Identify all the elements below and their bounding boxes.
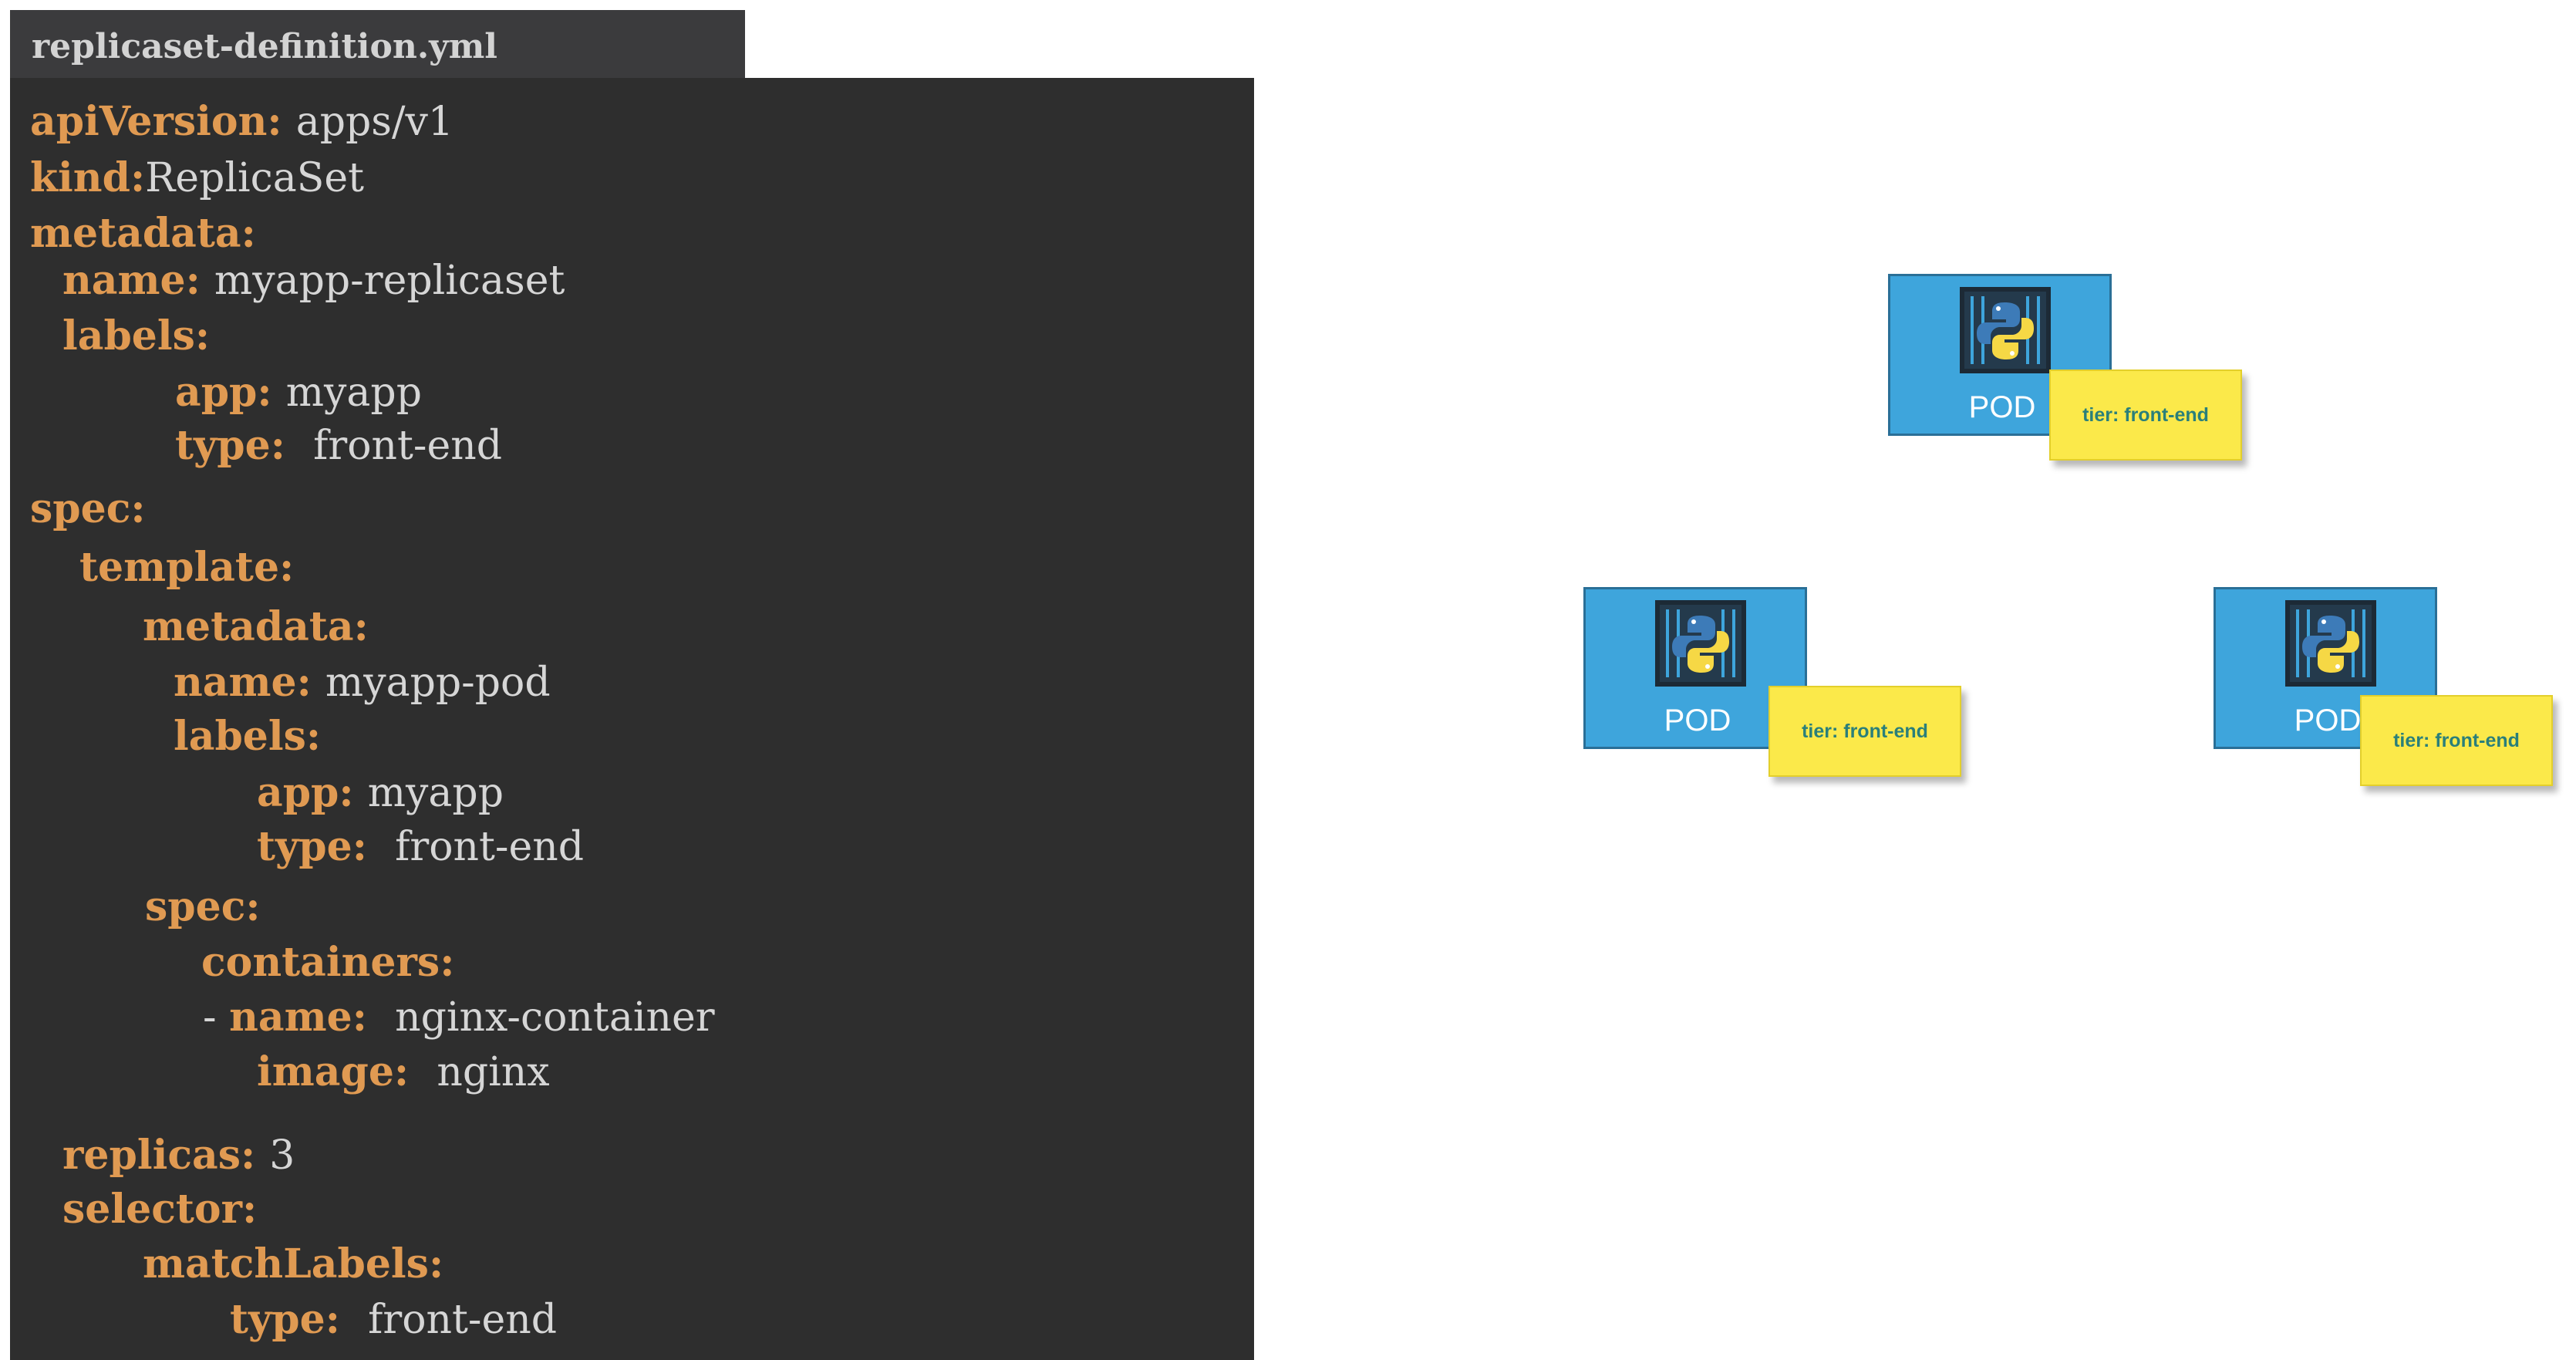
yaml-value: 3	[269, 1132, 295, 1179]
yaml-colon: :	[428, 1240, 444, 1287]
code-line: type: front-end	[230, 1297, 558, 1343]
yaml-key: name	[229, 994, 352, 1041]
code-line: type: front-end	[175, 423, 503, 469]
yaml-colon: :	[305, 713, 322, 760]
python-container-icon	[2285, 600, 2376, 687]
yaml-key: kind	[30, 154, 130, 201]
yaml-colon: :	[194, 312, 211, 359]
yaml-value: apps/v1	[295, 99, 453, 145]
yaml-key: matchLabels	[143, 1240, 429, 1287]
yaml-key: apiVersion	[30, 98, 268, 145]
code-line: kind:ReplicaSet	[30, 155, 365, 201]
yaml-key: name	[62, 257, 186, 304]
yaml-key: labels	[174, 713, 306, 760]
yaml-colon: :	[130, 154, 146, 201]
yaml-key: labels	[62, 312, 195, 359]
yaml-value: myapp-pod	[325, 660, 551, 706]
yaml-colon: :	[267, 98, 296, 145]
yaml-colon: :	[241, 210, 256, 257]
yaml-colon: :	[352, 823, 396, 870]
code-line: type: front-end	[257, 824, 585, 870]
yaml-key: type	[257, 823, 352, 870]
code-line: image: nginx	[257, 1049, 550, 1095]
label-tag: tier: front-end	[2360, 695, 2553, 786]
code-line: name: myapp-pod	[174, 660, 551, 706]
code-line: metadata:	[30, 214, 256, 254]
file-tab[interactable]: replicaset-definition.yml	[10, 10, 745, 78]
yaml-key: replicas	[62, 1132, 241, 1179]
code-line: labels:	[62, 316, 210, 356]
code-line: spec:	[30, 489, 146, 529]
yaml-key: metadata	[143, 603, 354, 650]
yaml-key: metadata	[30, 210, 241, 257]
code-line: matchLabels:	[143, 1244, 443, 1284]
code-line: template:	[79, 548, 294, 588]
yaml-colon: :	[325, 1296, 369, 1343]
code-line: containers:	[201, 943, 454, 983]
yaml-value: front-end	[395, 824, 585, 870]
yaml-value: nginx-container	[395, 994, 715, 1041]
yaml-colon: :	[352, 994, 396, 1041]
yaml-colon: :	[270, 422, 314, 469]
yaml-key: selector	[62, 1186, 242, 1233]
yaml-key: type	[175, 422, 271, 469]
yaml-value: front-end	[368, 1297, 558, 1343]
yaml-key: app	[257, 769, 339, 816]
yaml-colon: :	[241, 1186, 258, 1233]
yaml-key: spec	[145, 883, 246, 930]
yaml-key: spec	[30, 485, 131, 532]
yaml-key: type	[230, 1296, 325, 1343]
yaml-colon: :	[353, 603, 369, 650]
yaml-colon: :	[440, 939, 455, 986]
code-line: spec:	[145, 887, 261, 927]
pod-label: POD	[1664, 704, 1731, 737]
yaml-colon: :	[245, 883, 261, 930]
yaml-value: myapp	[367, 770, 504, 816]
yaml-key: image	[257, 1048, 394, 1095]
code-line: metadata:	[143, 607, 369, 647]
pod-label: POD	[1968, 390, 2036, 424]
code-line: app: myapp	[175, 373, 422, 413]
yaml-colon: :	[130, 485, 146, 532]
code-line: apiVersion: apps/v1	[30, 99, 453, 145]
yaml-key: containers	[201, 939, 440, 986]
label-tag: tier: front-end	[2049, 370, 2242, 461]
yaml-dash: -	[203, 994, 230, 1041]
code-line: app: myapp	[257, 770, 504, 816]
yaml-colon: :	[185, 257, 214, 304]
code-editor[interactable]: apiVersion: apps/v1 kind:ReplicaSet meta…	[10, 78, 1254, 1360]
yaml-value: myapp	[285, 370, 422, 416]
code-line: selector:	[62, 1190, 257, 1230]
yaml-colon: :	[240, 1132, 270, 1179]
yaml-value: ReplicaSet	[145, 155, 365, 201]
yaml-value: front-end	[313, 423, 503, 469]
yaml-key: template	[79, 544, 280, 591]
yaml-colon: :	[339, 769, 368, 816]
yaml-key: name	[174, 659, 297, 706]
label-tag: tier: front-end	[1768, 686, 1961, 777]
yaml-colon: :	[257, 369, 286, 416]
pod-label: POD	[2294, 704, 2362, 737]
yaml-colon: :	[393, 1048, 437, 1095]
label-tag-text: tier: front-end	[2082, 403, 2209, 426]
file-tab-label: replicaset-definition.yml	[32, 27, 498, 66]
yaml-key: app	[175, 369, 258, 416]
code-line: name: myapp-replicaset	[62, 258, 565, 304]
label-tag-text: tier: front-end	[1802, 720, 1928, 742]
yaml-colon: :	[279, 544, 295, 591]
label-tag-text: tier: front-end	[2393, 729, 2520, 751]
pod-box: POD	[1888, 274, 2112, 436]
yaml-colon: :	[296, 659, 325, 706]
python-container-icon	[1960, 287, 2051, 373]
python-container-icon	[1655, 600, 1746, 687]
code-line: - name: nginx-container	[203, 997, 715, 1038]
code-line: replicas: 3	[62, 1136, 295, 1176]
yaml-value: nginx	[437, 1049, 550, 1095]
yaml-value: myapp-replicaset	[214, 258, 565, 304]
code-line: labels:	[174, 717, 321, 757]
